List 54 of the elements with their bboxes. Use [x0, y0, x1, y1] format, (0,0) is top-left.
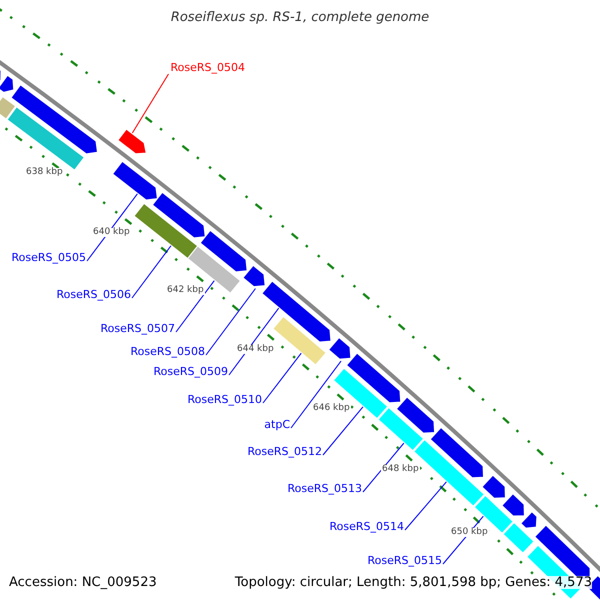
gene-feature — [200, 230, 248, 272]
leader-line — [132, 74, 169, 134]
gene-label: RoseRS_0505 — [12, 252, 86, 263]
gene-label: RoseRS_0509 — [154, 366, 228, 377]
scale-label: 650 kbp — [450, 528, 489, 537]
gene-label: RoseRS_0512 — [248, 446, 322, 457]
gene-feature — [112, 160, 158, 201]
scale-label: 642 kbp — [166, 286, 205, 295]
leader-line — [322, 406, 364, 456]
title: Roseiflexus sp. RS-1, complete genome — [170, 11, 430, 24]
gene-label: RoseRS_0510 — [188, 394, 262, 405]
genome-summary-text: Topology: circular; Length: 5,801,598 bp; Genes: 4,573 — [234, 576, 592, 589]
gene-label: RoseRS_0513 — [288, 483, 362, 494]
gene-bar — [332, 368, 388, 420]
scale-label: 648 kbp — [381, 465, 420, 474]
leader-line — [290, 360, 342, 428]
gene-feature — [430, 426, 484, 478]
gene-feature — [261, 280, 332, 343]
gene-bar — [377, 406, 424, 452]
leader-line — [404, 481, 447, 530]
gene-feature — [328, 336, 352, 360]
gene-feature — [520, 511, 538, 529]
scale-label: 640 kbp — [92, 228, 131, 237]
gene-bar — [187, 245, 242, 294]
scale-label: 638 kbp — [25, 168, 64, 177]
leader-line — [362, 442, 404, 492]
gene-label: RoseRS_0506 — [56, 289, 131, 300]
leader-line — [262, 352, 302, 404]
leader-line — [132, 245, 172, 298]
gene-feature — [152, 192, 206, 238]
gene-feature — [396, 396, 436, 434]
leader-line — [206, 288, 256, 356]
gene-feature — [346, 352, 402, 404]
gene-bar — [133, 202, 198, 260]
scale-label: 646 kbp — [312, 404, 351, 413]
scale-label: 644 kbp — [236, 345, 275, 354]
leader-line — [176, 280, 215, 332]
gene-bar — [272, 316, 327, 366]
gene-feature — [481, 474, 506, 499]
gene-feature — [501, 493, 525, 516]
leader-line — [86, 193, 138, 262]
gene-feature — [117, 128, 147, 154]
accession-text: Accession: NC_009523 — [9, 576, 157, 589]
gene-label: RoseRS_0515 — [368, 555, 442, 566]
gene-feature — [10, 84, 98, 154]
gene-bar — [0, 96, 16, 120]
gene-label: RoseRS_0514 — [330, 521, 404, 532]
gene-label: RoseRS_0504 — [170, 62, 245, 73]
gene-feature — [242, 264, 266, 288]
gene-bar — [474, 494, 514, 534]
gene-label: RoseRS_0508 — [130, 346, 205, 357]
gene-bar — [502, 522, 535, 554]
gene-label: RoseRS_0507 — [100, 323, 175, 334]
gene-label: atpC — [264, 419, 290, 430]
